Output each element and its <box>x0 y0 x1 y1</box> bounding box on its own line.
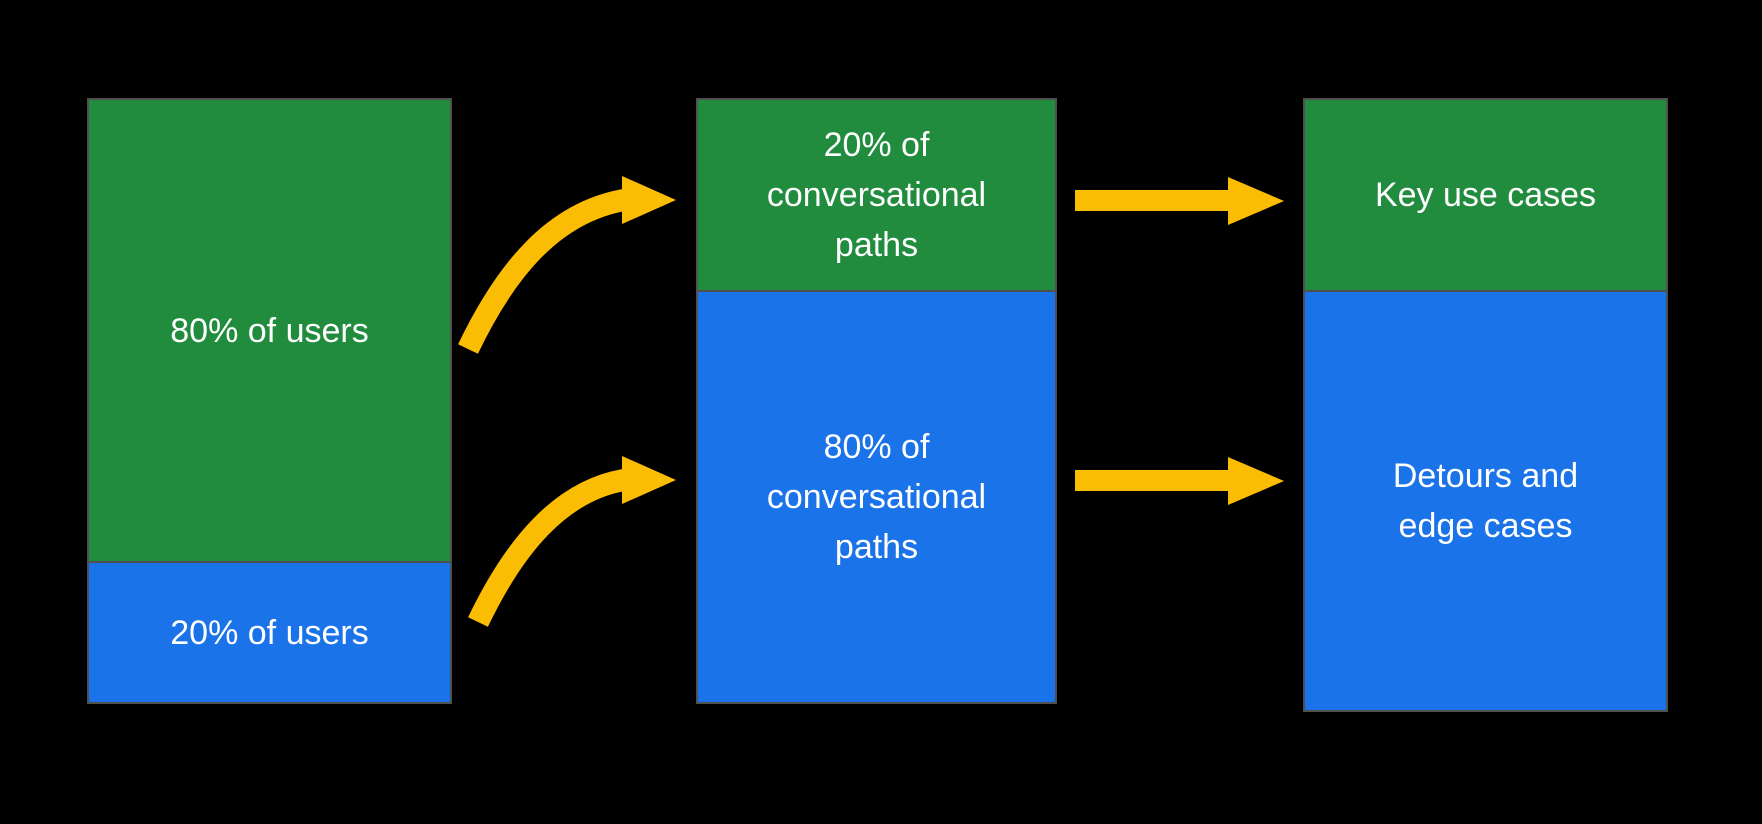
curved-arrow-users80-to-paths20 <box>458 176 676 354</box>
segment-label: 80% of conversational paths <box>766 428 987 566</box>
segment-detours-and-edge-cases: Detours and edge cases <box>1305 292 1666 710</box>
segment-20-percent-of-users: 20% of users <box>89 563 450 702</box>
segment-divider <box>1305 290 1666 292</box>
straight-arrow-paths80-to-detours <box>1075 457 1284 505</box>
segment-label: Detours and edge cases <box>1392 457 1579 545</box>
segment-20-percent-of-paths: 20% of conversational paths <box>698 100 1055 290</box>
segment-80-percent-of-users: 80% of users <box>89 100 450 561</box>
users-column: 80% of users 20% of users <box>87 98 452 704</box>
segment-divider <box>698 290 1055 292</box>
segment-divider <box>89 561 450 563</box>
curved-arrow-users20-to-paths80 <box>468 456 676 627</box>
conversational-paths-column: 20% of conversational paths 80% of conve… <box>696 98 1057 704</box>
outcomes-column: Key use cases Detours and edge cases <box>1303 98 1668 712</box>
straight-arrow-paths20-to-key-use-cases <box>1075 177 1284 225</box>
segment-80-percent-of-paths: 80% of conversational paths <box>698 292 1055 702</box>
segment-label: 20% of conversational paths <box>766 126 987 264</box>
segment-label: 20% of users <box>170 613 369 652</box>
segment-key-use-cases: Key use cases <box>1305 100 1666 290</box>
segment-label: Key use cases <box>1374 176 1597 214</box>
segment-label: 80% of users <box>170 311 369 350</box>
